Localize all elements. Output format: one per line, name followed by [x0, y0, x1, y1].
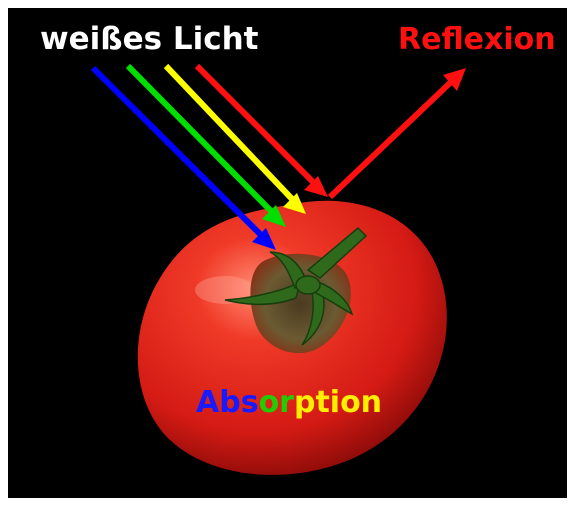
absorption-part-or: or: [259, 385, 295, 420]
absorption-part-ption: ption: [294, 385, 382, 420]
reflection-label: Reflexion: [398, 22, 556, 57]
absorption-part-abs: Abs: [196, 385, 259, 420]
white-light-label: weißes Licht: [40, 21, 259, 57]
absorption-label: Absorption: [196, 385, 382, 420]
